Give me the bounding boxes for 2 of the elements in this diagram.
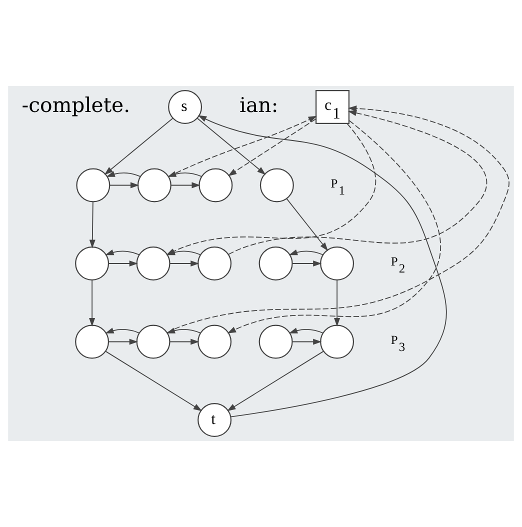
label: -complete. [22, 92, 130, 117]
label: ian: [239, 92, 278, 117]
